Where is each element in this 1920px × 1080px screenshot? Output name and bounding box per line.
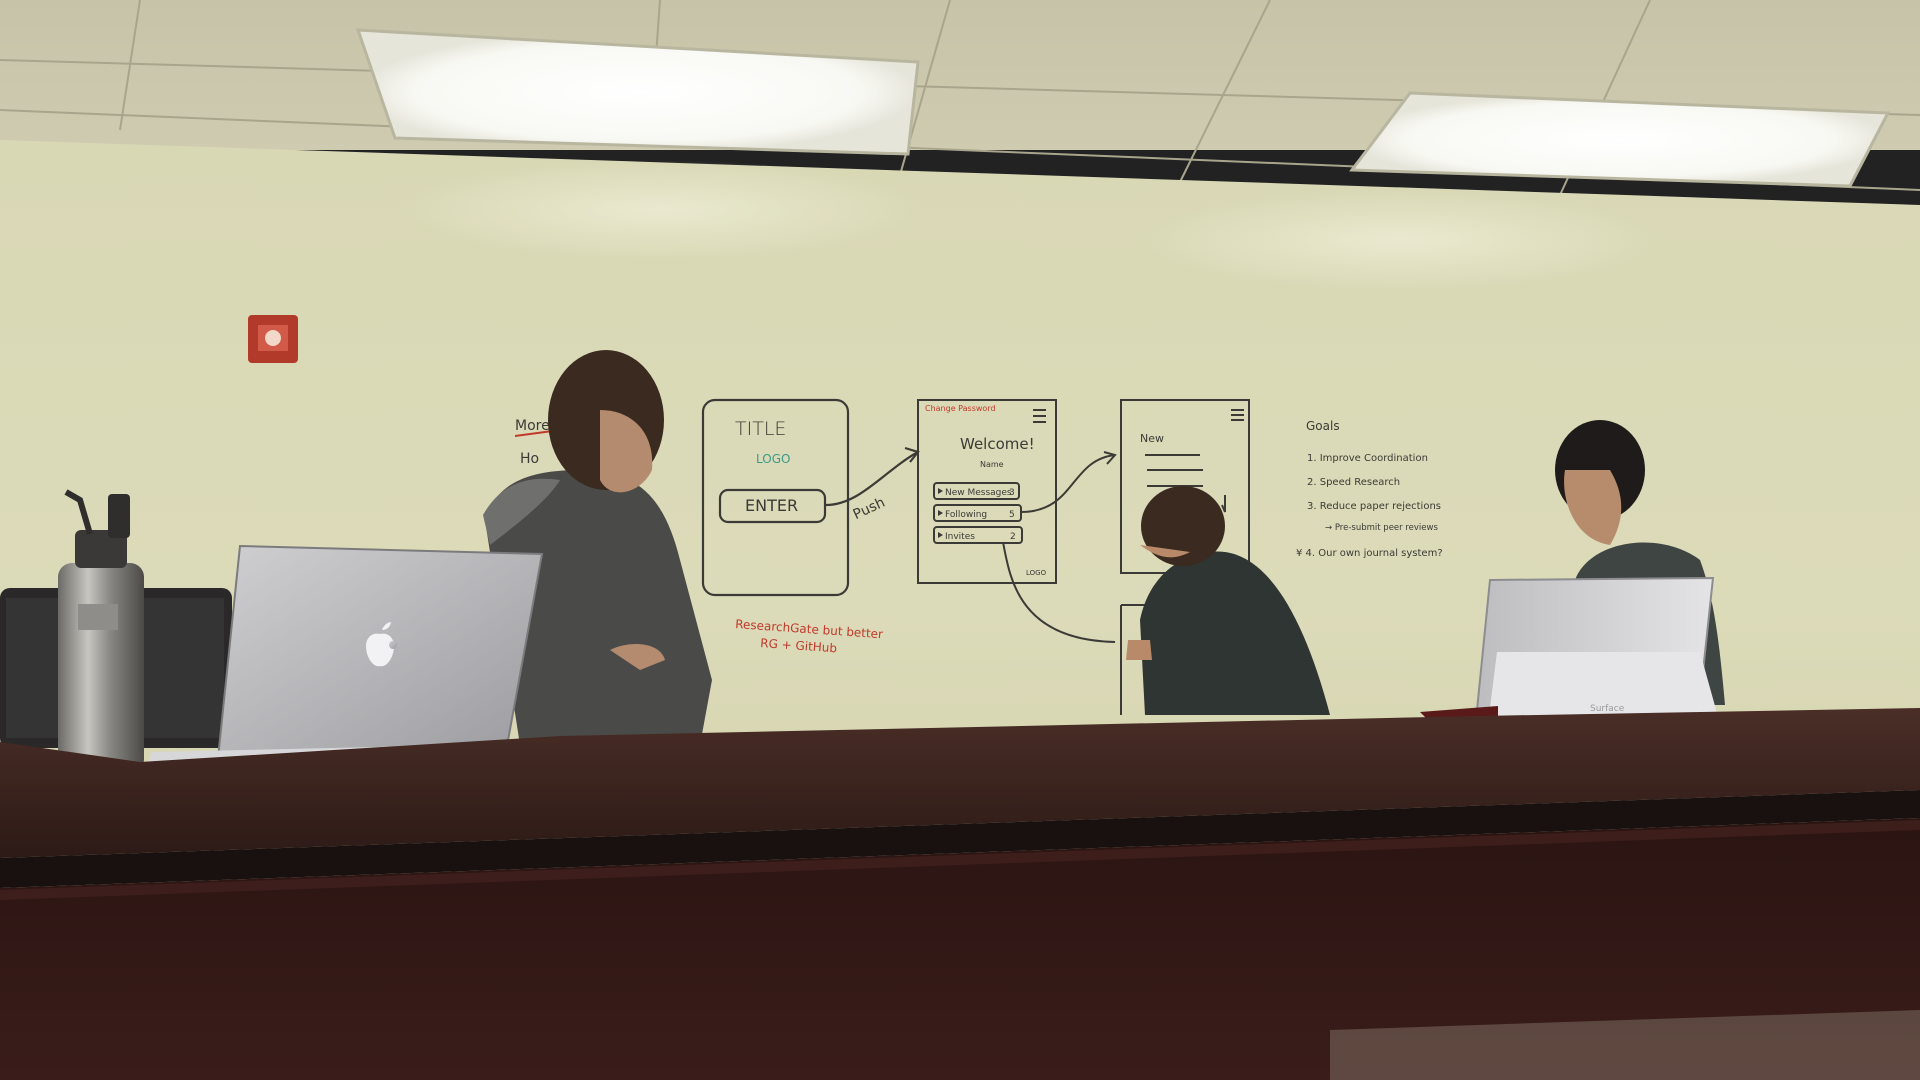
surface-label: Surface	[1590, 704, 1625, 714]
wireframe2-row-1-label: New Messages	[945, 488, 1012, 498]
goals-title: Goals	[1306, 419, 1340, 433]
goals-item-5: ¥ 4. Our own journal system?	[1296, 548, 1443, 559]
conference-table-front	[0, 818, 1920, 1080]
conference-table-top	[0, 708, 1920, 858]
wireframe2-heading: Welcome!	[960, 435, 1035, 453]
wireframe2-row-3-count: 2	[1010, 532, 1016, 542]
wireframe1-button: ENTER	[745, 496, 798, 515]
fire-alarm	[248, 315, 298, 363]
wireframe-2	[917, 399, 1117, 643]
goals-item-3: 3. Reduce paper rejections	[1307, 501, 1441, 512]
baseboard	[1330, 1010, 1920, 1080]
left-note-2: Ho	[520, 451, 539, 467]
goals-item-1: 1. Improve Coordination	[1307, 453, 1428, 464]
wireframe2-row-2-count: 5	[1009, 510, 1015, 520]
wireframe-1	[701, 398, 920, 597]
wireframe1-logo: LOGO	[756, 452, 790, 466]
wireframe2-row-2-label: Following	[945, 510, 987, 520]
wireframe2-row-1-count: 3	[1009, 488, 1015, 498]
surface-tablet	[1420, 576, 1720, 724]
goals-item-4: → Pre-submit peer reviews	[1325, 523, 1438, 533]
apple-logo	[366, 622, 397, 667]
wireframe2-top-note: Change Password	[925, 404, 996, 413]
water-bottle	[58, 489, 144, 773]
conference-table-edge	[0, 790, 1920, 888]
wireframe2-row-3-label: Invites	[945, 532, 975, 542]
wireframe3-heading: New	[1140, 432, 1164, 445]
red-note-2: RG + GitHub	[760, 636, 838, 655]
wireframe2-row-arrows	[938, 488, 943, 538]
ceiling-light-right	[1349, 91, 1891, 188]
left-note-1: More	[515, 418, 550, 434]
wireframe1-title: TITLE	[735, 418, 786, 440]
wireframe2-footer: LOGO	[1026, 569, 1047, 577]
goals-item-2: 2. Speed Research	[1307, 477, 1400, 488]
wireframe2-subheading: Name	[980, 460, 1004, 469]
ceiling-light-left	[355, 28, 920, 156]
